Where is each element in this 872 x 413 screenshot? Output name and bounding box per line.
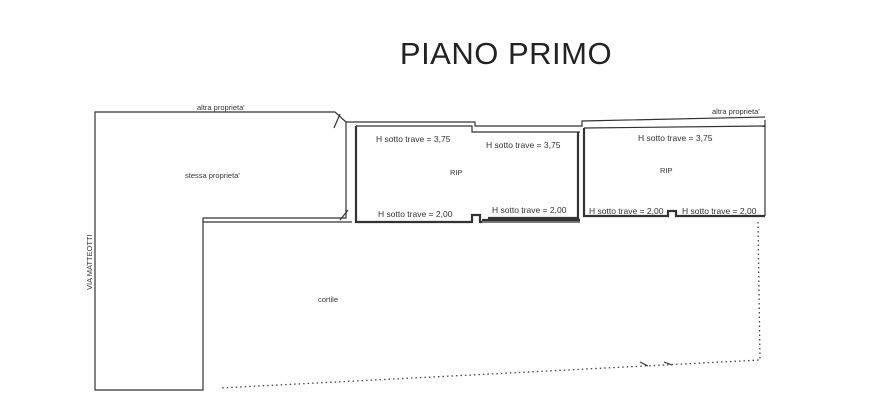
cortile-bottom-tick	[639, 361, 673, 367]
room-2-outline	[482, 132, 580, 222]
wall-left-outline	[94, 111, 347, 391]
door-mark-left	[339, 209, 349, 221]
label-h-bottom-4: H sotto trave = 2,00	[682, 206, 757, 216]
room-1-outline	[354, 126, 482, 224]
label-altra-proprieta-left: altra proprieta'	[197, 103, 245, 112]
label-h-bottom-3: H sotto trave = 2,00	[589, 206, 664, 216]
room-3-top	[583, 125, 766, 129]
label-h-bottom-2: H sotto trave = 2,00	[492, 205, 567, 215]
label-h-room3-top: H sotto trave = 3,75	[638, 133, 713, 143]
room-3-outline	[582, 128, 765, 218]
label-rip-right: RIP	[660, 166, 673, 175]
label-h-room2-top: H sotto trave = 3,75	[486, 140, 561, 150]
label-h-bottom-1: H sotto trave = 2,00	[378, 209, 453, 219]
label-h-room1-top: H sotto trave = 3,75	[376, 134, 451, 144]
door-mark-top	[333, 113, 341, 129]
wall-top	[346, 116, 766, 127]
cortile-boundary-dashed	[219, 221, 761, 389]
label-altra-proprieta-right: altra proprieta'	[712, 107, 760, 116]
label-rip-left: RIP	[450, 168, 463, 177]
room-1-top	[356, 125, 580, 133]
label-stessa-proprieta: stessa proprieta'	[185, 171, 240, 180]
label-cortile: cortile	[318, 295, 338, 304]
label-via-matteotti: VIA MATTEOTTI	[85, 234, 94, 290]
page-title: PIANO PRIMO	[399, 36, 613, 71]
